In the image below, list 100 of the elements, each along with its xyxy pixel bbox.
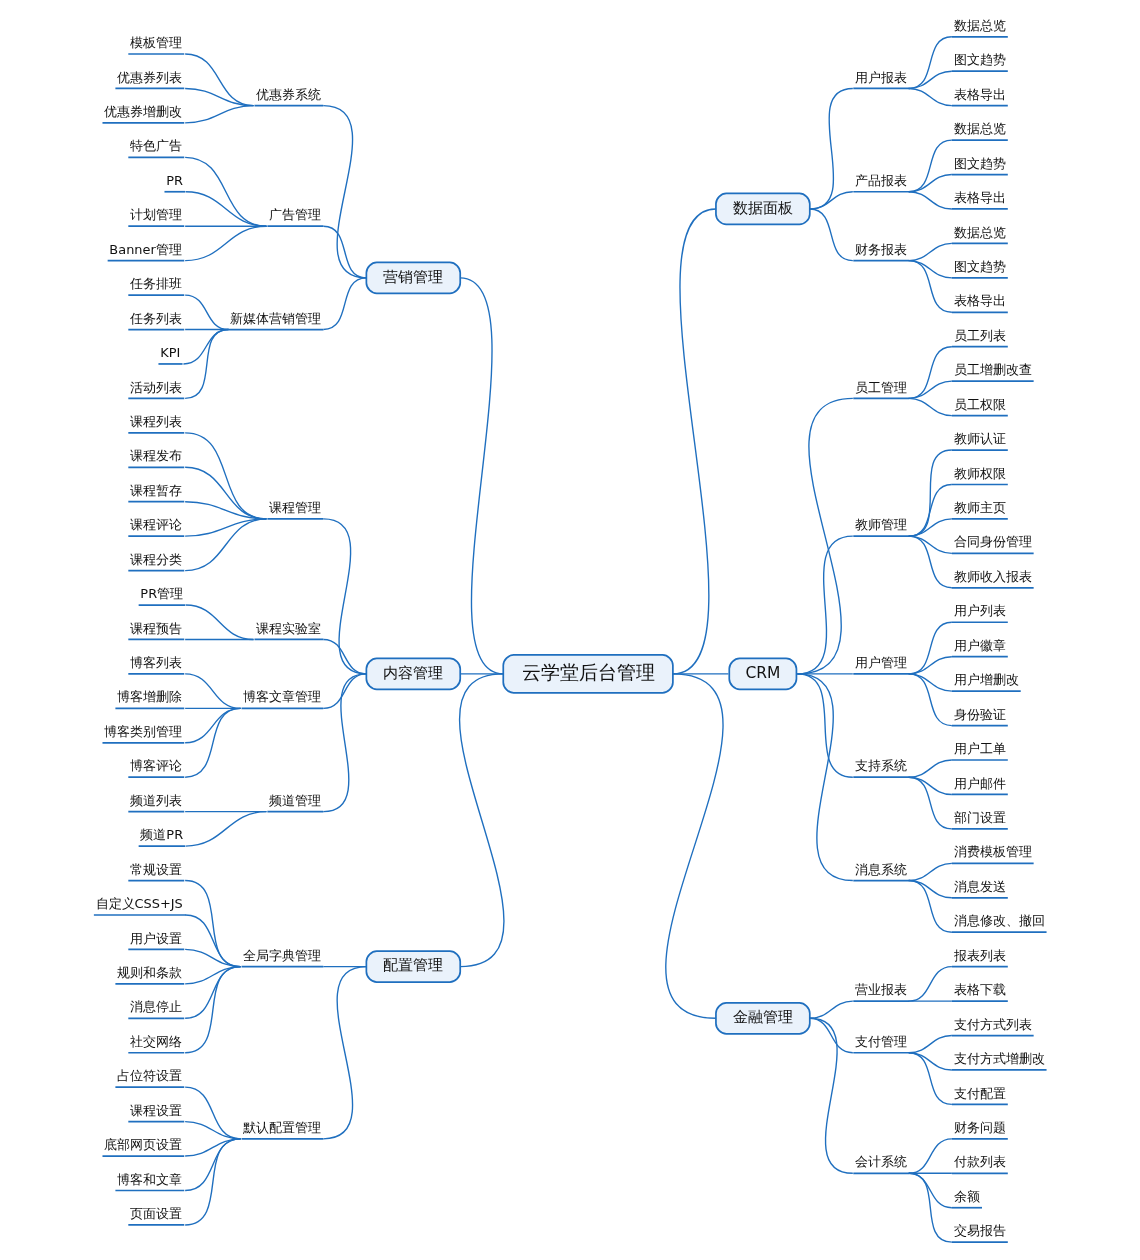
node-label: Banner管理 xyxy=(109,241,182,257)
connector xyxy=(908,1052,953,1106)
connector xyxy=(184,104,255,124)
node-box xyxy=(951,242,1008,245)
node-box xyxy=(267,225,324,228)
node-box xyxy=(267,810,324,813)
node-label: 优惠券系统 xyxy=(256,86,322,102)
connector xyxy=(908,259,953,313)
node-label: 用户邮件 xyxy=(953,775,1006,791)
node-label: 优惠券增删改 xyxy=(104,103,183,119)
node-label: 教师认证 xyxy=(953,431,1006,447)
node-box xyxy=(951,1172,1008,1175)
node-box xyxy=(138,604,186,606)
node-label: 用户增删改 xyxy=(953,672,1019,688)
node-label: 频道列表 xyxy=(130,792,183,808)
node-box xyxy=(254,638,324,641)
connector xyxy=(908,397,953,417)
node-label: 教师权限 xyxy=(953,465,1006,481)
node-box xyxy=(951,931,1047,934)
node-label: 表格导出 xyxy=(953,190,1006,206)
node-label: 用户列表 xyxy=(953,603,1006,619)
connector xyxy=(184,156,268,227)
node-label: 常规设置 xyxy=(130,861,183,877)
node-label: 任务列表 xyxy=(130,310,183,326)
node-label: PR xyxy=(166,172,183,188)
node-box xyxy=(241,1138,324,1140)
connector xyxy=(809,191,854,210)
node-box xyxy=(951,828,1008,830)
node-label: 课程分类 xyxy=(130,551,183,567)
node-box xyxy=(128,225,185,228)
node-box xyxy=(951,1206,982,1209)
node-label: 付款列表 xyxy=(953,1154,1006,1170)
node-box xyxy=(128,1051,185,1054)
node-box xyxy=(128,1017,185,1020)
node-label: 博客类别管理 xyxy=(104,723,183,739)
node-label: 支付方式列表 xyxy=(953,1016,1032,1032)
node-label: 支付配置 xyxy=(953,1085,1006,1101)
node-box xyxy=(951,1000,1008,1002)
node-box xyxy=(128,1224,185,1226)
connector xyxy=(908,346,953,400)
connector xyxy=(908,1138,953,1174)
node-label: 消息发送 xyxy=(953,878,1006,894)
node-box xyxy=(853,535,910,537)
connector xyxy=(908,1172,953,1243)
connector xyxy=(184,965,242,1054)
node-label: 博客列表 xyxy=(130,655,183,671)
connector xyxy=(908,483,953,537)
node-label: 教师主页 xyxy=(953,500,1006,516)
node-label: 全局字典管理 xyxy=(243,947,322,963)
connector xyxy=(908,380,953,400)
node-label: 报表列表 xyxy=(953,947,1006,963)
node-label: 产品报表 xyxy=(854,172,907,188)
node-box xyxy=(951,1241,1008,1243)
node-label: 表格导出 xyxy=(953,86,1006,102)
node-label: 博客评论 xyxy=(130,758,183,774)
node-box xyxy=(115,1086,185,1089)
node-box xyxy=(128,431,185,434)
node-box xyxy=(951,345,1008,348)
node-label: 底部网页设置 xyxy=(104,1137,183,1153)
node-box xyxy=(951,518,1008,520)
connector xyxy=(322,673,368,813)
node-box xyxy=(951,483,1008,486)
connector xyxy=(809,1000,854,1019)
node-box xyxy=(951,70,1008,73)
connector xyxy=(184,191,268,227)
node-box xyxy=(951,1034,1034,1037)
connector xyxy=(184,810,268,847)
node-box xyxy=(853,879,910,882)
connector xyxy=(184,965,242,1019)
node-box xyxy=(853,397,910,400)
node-box xyxy=(951,862,1034,865)
connector xyxy=(908,965,953,1002)
node-box xyxy=(241,707,324,710)
node-label: 计划管理 xyxy=(130,207,183,223)
node-box xyxy=(853,190,910,193)
node-label: 数据总览 xyxy=(953,17,1006,33)
node-label: 交易报告 xyxy=(953,1223,1006,1239)
node-box xyxy=(128,500,185,503)
node-box xyxy=(951,380,1034,383)
node-box xyxy=(951,621,1008,624)
node-label: 课程管理 xyxy=(269,500,322,516)
node-label: 消息停止 xyxy=(130,999,183,1015)
node-label: 博客文章管理 xyxy=(243,689,322,705)
connector xyxy=(908,673,953,727)
node-box xyxy=(951,104,1008,107)
node-box xyxy=(951,208,1008,210)
node-box xyxy=(128,397,185,400)
node-box: 营销管理 xyxy=(365,261,462,295)
node-box xyxy=(951,1069,1047,1071)
node-box xyxy=(128,879,185,882)
node-box xyxy=(128,948,185,951)
node-box xyxy=(951,724,1008,727)
node-box xyxy=(853,1051,910,1054)
node-label: 图文趋势 xyxy=(953,258,1006,274)
node-label: 支持系统 xyxy=(854,758,907,774)
node-label: 员工权限 xyxy=(953,396,1006,412)
node-box xyxy=(241,965,324,968)
node-label: 博客增删除 xyxy=(117,689,183,705)
node-box xyxy=(951,793,1008,796)
node-label: 频道管理 xyxy=(269,792,322,808)
